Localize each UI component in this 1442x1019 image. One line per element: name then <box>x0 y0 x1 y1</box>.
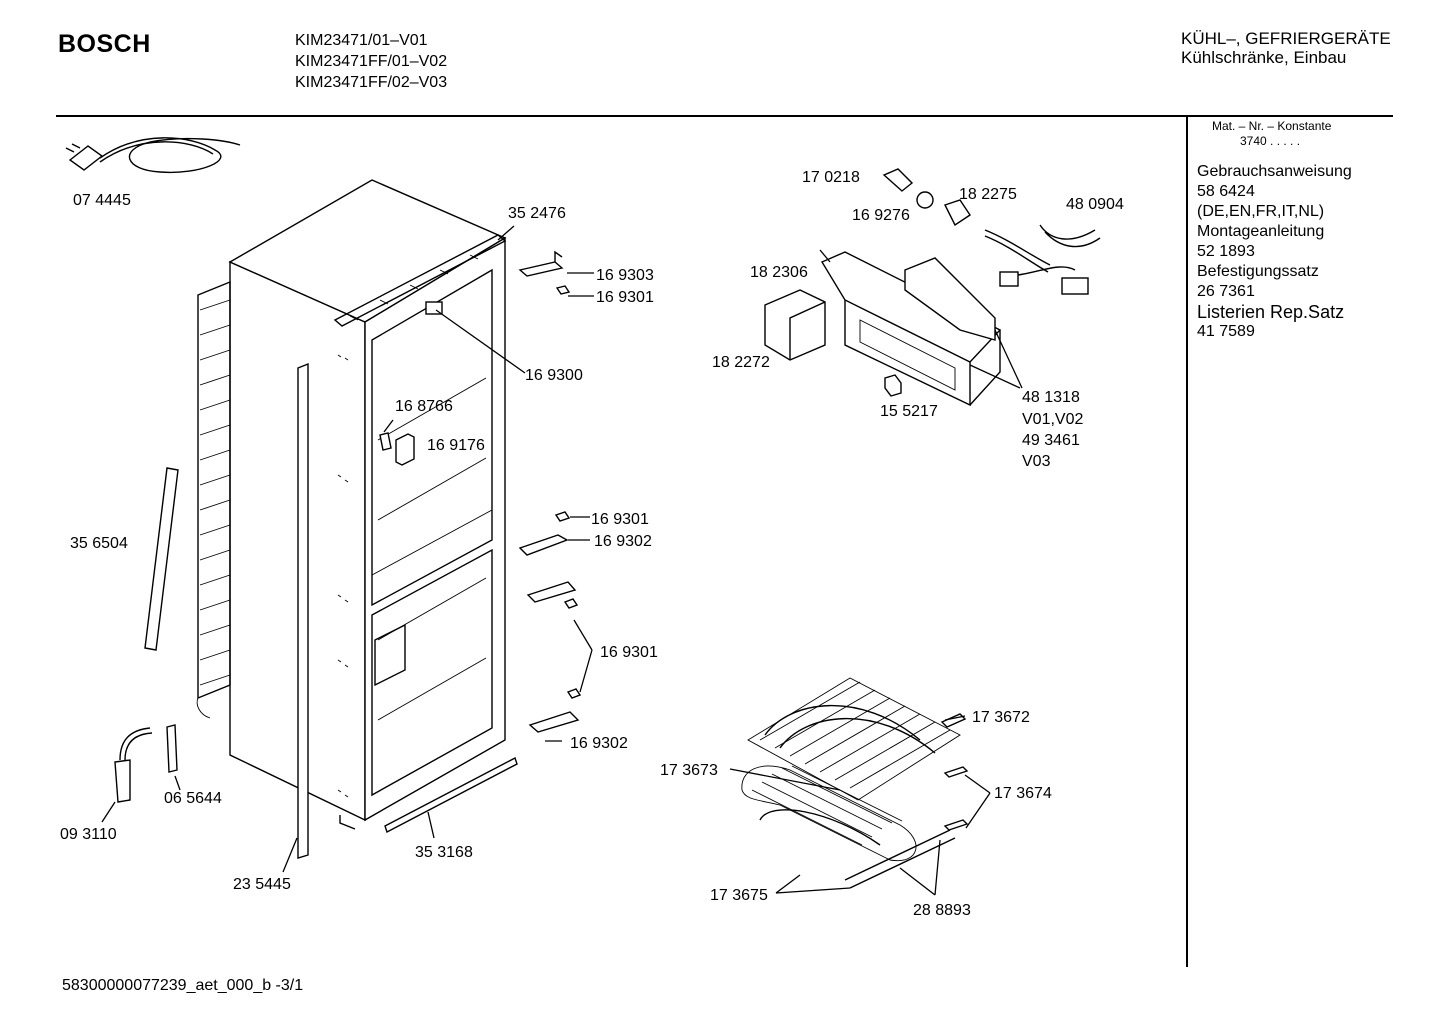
part-number-label: 16 9276 <box>852 207 910 224</box>
leader-lines <box>101 225 1023 896</box>
document-id: 58300000077239_aet_000_b -3/1 <box>62 977 304 994</box>
control-unit-drawing <box>764 168 1101 407</box>
part-number-label: 17 3673 <box>660 762 718 779</box>
lamp-cover-drawing <box>395 433 415 466</box>
power-cord-drawing <box>65 137 241 174</box>
cabinet-drawing <box>196 179 507 830</box>
part-number-label: V03 <box>1022 453 1051 470</box>
part-number-label: 48 0904 <box>1066 196 1124 213</box>
seal-profile-drawing <box>144 467 179 651</box>
hinge-bracket-drawing <box>518 250 582 733</box>
brand-logo: BOSCH <box>58 30 151 58</box>
documents-list: Gebrauchsanweisung 58 6424 (DE,EN,FR,IT,… <box>1197 162 1352 342</box>
switch-drawing <box>379 432 392 451</box>
evaporator-drawing <box>741 677 969 889</box>
material-number-block: Mat. – Nr. – Konstante 3740 . . . . . <box>1212 119 1331 149</box>
doc-number: 41 7589 <box>1197 323 1255 340</box>
doc-title: Listerien Rep.Satz <box>1197 302 1345 322</box>
part-number-label: 16 9176 <box>427 437 485 454</box>
part-number-label: 06 5644 <box>164 790 222 807</box>
plinth-strip-drawing <box>384 756 518 834</box>
part-number-label: 17 3674 <box>994 785 1052 802</box>
part-number-label: 17 3675 <box>710 887 768 904</box>
sidebar-divider <box>1186 115 1188 967</box>
part-number-label: 09 3110 <box>60 826 117 843</box>
doc-number: 26 7361 <box>1197 283 1255 300</box>
part-number-label: 18 2306 <box>750 264 808 281</box>
part-number-label: 49 3461 <box>1022 432 1080 449</box>
part-number-label: 16 9301 <box>591 511 649 528</box>
model-list: KIM23471/01–V01 KIM23471FF/01–V02 KIM234… <box>295 30 447 93</box>
part-number-label: 16 9301 <box>600 644 658 661</box>
part-number-label: 48 1318 <box>1022 389 1080 406</box>
sensor-drawing <box>114 724 178 803</box>
part-number-label: 16 9303 <box>596 267 654 284</box>
part-number-label: 07 4445 <box>73 192 131 209</box>
doc-number: 52 1893 <box>1197 243 1255 260</box>
part-number-label: 16 9300 <box>525 367 583 384</box>
doc-title: Gebrauchsanweisung <box>1197 163 1352 180</box>
part-number-label: 17 0218 <box>802 169 860 186</box>
material-number-label: Mat. – Nr. – Konstante <box>1212 119 1332 133</box>
part-number-label: 23 5445 <box>233 876 291 893</box>
model-number: KIM23471FF/01–V02 <box>295 53 448 70</box>
part-number-label: 17 3672 <box>972 709 1030 726</box>
part-number-label: 16 9302 <box>594 533 652 550</box>
category-subtitle: Kühlschränke, Einbau <box>1181 48 1347 67</box>
part-number-label: 18 2272 <box>712 354 770 371</box>
doc-title: Montageanleitung <box>1197 223 1325 240</box>
seal-strip-drawing <box>297 362 309 859</box>
model-number: KIM23471/01–V01 <box>295 32 428 49</box>
part-number-label: 35 3168 <box>415 844 473 861</box>
part-number-label: 16 9301 <box>596 289 654 306</box>
part-number-label: 16 8766 <box>395 398 453 415</box>
part-number-label: 35 6504 <box>70 535 128 552</box>
part-number-label: 28 8893 <box>913 902 971 919</box>
material-number-value: 3740 . . . . . <box>1240 134 1301 148</box>
part-number-label: V01,V02 <box>1022 411 1083 428</box>
part-labels: 07 4445 35 2476 16 9303 16 9301 16 9300 … <box>60 169 1124 919</box>
category-title: KÜHL–, GEFRIERGERÄTE <box>1181 29 1391 48</box>
part-number-label: 18 2275 <box>959 186 1017 203</box>
doc-note: (DE,EN,FR,IT,NL) <box>1197 203 1325 220</box>
header-divider <box>56 115 1393 117</box>
part-number-label: 16 9302 <box>570 735 628 752</box>
product-category: KÜHL–, GEFRIERGERÄTE Kühlschränke, Einba… <box>1181 29 1391 67</box>
model-number: KIM23471FF/02–V03 <box>295 74 448 91</box>
doc-number: 58 6424 <box>1197 183 1255 200</box>
doc-title: Befestigungssatz <box>1197 263 1319 280</box>
part-number-label: 15 5217 <box>880 403 938 420</box>
part-number-label: 35 2476 <box>508 205 566 222</box>
